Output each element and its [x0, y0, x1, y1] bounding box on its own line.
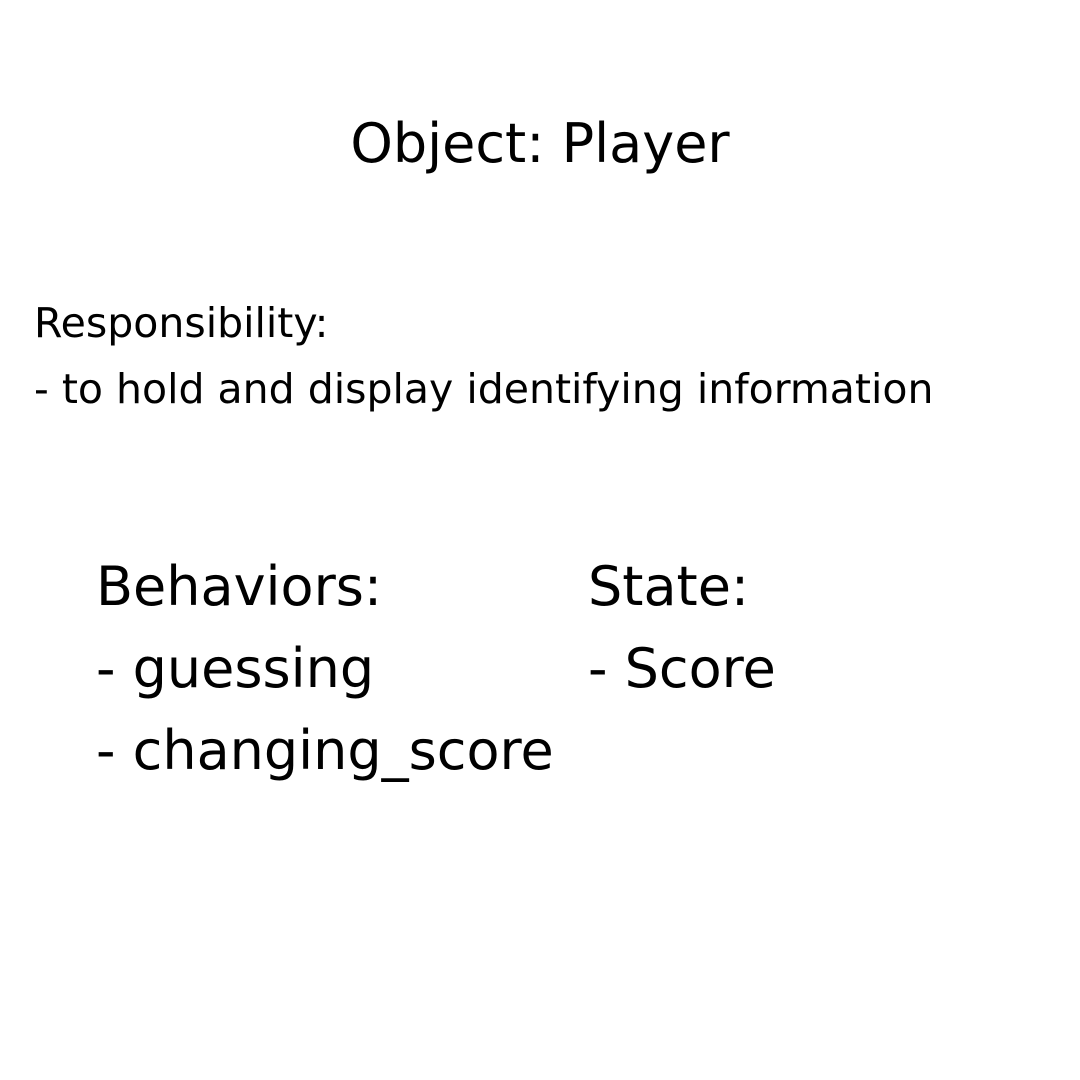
- behaviors-heading: Behaviors:: [96, 555, 383, 618]
- responsibility-section: Responsibility: - to hold and display id…: [34, 290, 933, 422]
- behavior-item: - guessing: [96, 637, 375, 700]
- state-item: - Score: [588, 637, 776, 700]
- object-title: Object: Player: [350, 112, 730, 175]
- state-section: State: - Score: [588, 546, 776, 710]
- responsibility-item: - to hold and display identifying inform…: [34, 365, 934, 413]
- responsibility-heading: Responsibility:: [34, 299, 329, 347]
- behavior-item: - changing_score: [96, 719, 554, 782]
- state-heading: State:: [588, 555, 750, 618]
- behaviors-section: Behaviors: - guessing - changing_score: [96, 546, 554, 792]
